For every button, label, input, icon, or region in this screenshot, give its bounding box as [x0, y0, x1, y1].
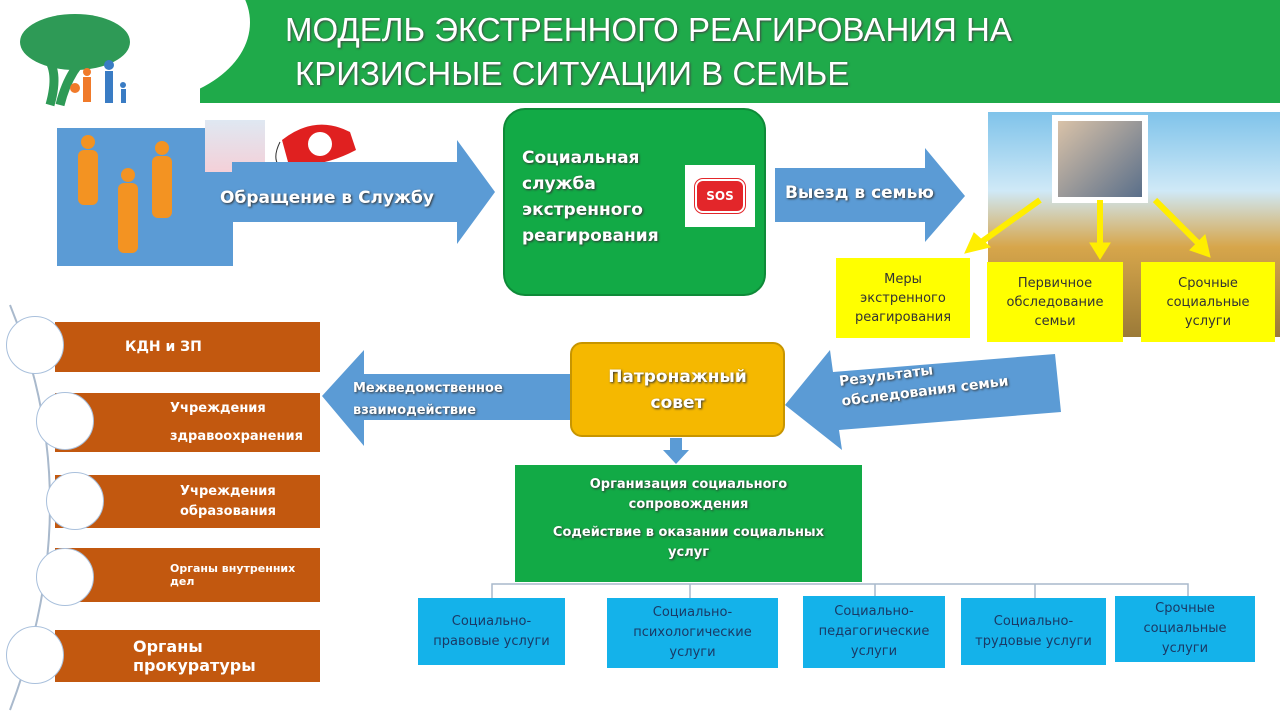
- home-visit-photo: [1052, 115, 1148, 203]
- people-silhouettes-icon: [78, 135, 172, 253]
- agency-label: Учреждения: [180, 483, 276, 499]
- agency-label: Органы внутренних дел: [170, 562, 296, 588]
- box-line: Первичное: [1017, 275, 1093, 291]
- box-line: Социально-: [652, 605, 733, 620]
- service-labor: Социально-трудовые услуги: [961, 598, 1106, 665]
- interagency-arrow-label: Межведомственное взаимодействие: [353, 378, 503, 422]
- family-tree-logo-icon: [20, 14, 130, 107]
- urgent-services-box: Срочные социальные услуги: [1141, 262, 1275, 342]
- service-line: Социальная: [522, 148, 640, 168]
- box-line: психологические: [633, 625, 752, 640]
- circle-marker: [6, 626, 64, 684]
- box-line: Социально-: [451, 613, 532, 629]
- agency-prosecutor: Органы прокуратуры: [55, 630, 320, 682]
- agency-health: Учреждения здравоохранения: [55, 393, 320, 452]
- agency-label: здравоохранения: [170, 428, 303, 444]
- visit-arrow: [775, 148, 965, 242]
- down-arrow-icon: [663, 438, 689, 464]
- box-line: трудовые услуги: [975, 633, 1092, 649]
- title-line-1: МОДЕЛЬ ЭКСТРЕННОГО РЕАГИРОВАНИЯ НА: [285, 11, 1012, 48]
- emergency-measures-box: Меры экстренного реагирования: [836, 258, 970, 338]
- service-psychological: Социально-психологические услуги: [607, 598, 778, 668]
- service-legal: Социально-правовые услуги: [418, 598, 565, 665]
- box-line: услуги: [850, 644, 898, 659]
- red-telephone-icon: [275, 124, 356, 171]
- label-line: Межведомственное: [353, 381, 503, 396]
- patronage-council-box: Патронажный совет: [570, 342, 785, 437]
- box-line: экстренного: [860, 290, 946, 306]
- circle-marker: [6, 316, 64, 374]
- connector-lines: [491, 583, 1189, 598]
- agency-kdn: КДН и ЗП: [55, 322, 320, 372]
- label-line: взаимодействие: [353, 403, 477, 418]
- box-line: Срочные: [1178, 275, 1238, 291]
- box-line: услуг: [668, 545, 709, 560]
- emergency-service-label: Социальная служба экстренного реагирован…: [522, 145, 659, 249]
- box-line: Организация социального: [589, 477, 788, 492]
- appeal-arrow: [232, 140, 495, 244]
- service-line: служба: [522, 174, 596, 194]
- appeal-arrow-label: Обращение в Службу: [220, 188, 434, 208]
- box-line: сопровождения: [628, 497, 749, 512]
- agency-label: Учреждения: [170, 400, 266, 416]
- box-line: Социально-: [993, 613, 1074, 629]
- title-line-2: КРИЗИСНЫЕ СИТУАЦИИ В СЕМЬЕ: [295, 55, 850, 92]
- agency-label: Органы прокуратуры: [133, 637, 256, 675]
- box-line: совет: [650, 392, 705, 413]
- box-line: услуги: [1161, 641, 1209, 656]
- box-line: услуги: [1184, 313, 1232, 329]
- service-pedagogical: Социально-педагогические услуги: [803, 596, 945, 668]
- box-line: педагогические: [818, 624, 930, 639]
- page-title: МОДЕЛЬ ЭКСТРЕННОГО РЕАГИРОВАНИЯ НА КРИЗИ…: [285, 8, 1012, 96]
- box-line: обследование: [1006, 294, 1104, 310]
- box-line: Срочные: [1155, 601, 1215, 616]
- sos-badge: SOS: [685, 165, 755, 227]
- circle-marker: [36, 392, 94, 450]
- primary-survey-box: Первичное обследование семьи: [987, 262, 1123, 342]
- circle-marker: [46, 472, 104, 530]
- box-line: Содействие в оказании социальных: [552, 525, 825, 540]
- box-line: Меры: [884, 271, 922, 287]
- circle-marker: [36, 548, 94, 606]
- box-line: социальные: [1166, 294, 1250, 310]
- box-line: Социально-: [834, 604, 914, 619]
- agency-police: Органы внутренних дел: [55, 548, 320, 602]
- box-line: семьи: [1034, 313, 1076, 329]
- service-line: реагирования: [522, 226, 659, 246]
- box-line: Патронажный: [608, 366, 747, 387]
- box-line: правовые услуги: [433, 633, 550, 649]
- visit-arrow-label: Выезд в семью: [785, 183, 934, 203]
- sos-icon: SOS: [695, 179, 745, 213]
- agency-label: КДН и ЗП: [125, 339, 202, 355]
- box-line: социальные: [1143, 621, 1227, 636]
- box-line: реагирования: [854, 309, 952, 325]
- service-line: экстренного: [522, 200, 643, 220]
- service-urgent: Срочные социальные услуги: [1115, 596, 1255, 662]
- box-line: услуги: [669, 645, 716, 660]
- interagency-arrow: [322, 350, 570, 446]
- yellow-arrows: [964, 197, 1211, 260]
- title-banner: [200, 0, 1280, 103]
- agency-label: образования: [180, 503, 277, 519]
- social-support-box: Организация социального сопровождения Со…: [515, 465, 862, 582]
- results-arrow: [785, 350, 1061, 450]
